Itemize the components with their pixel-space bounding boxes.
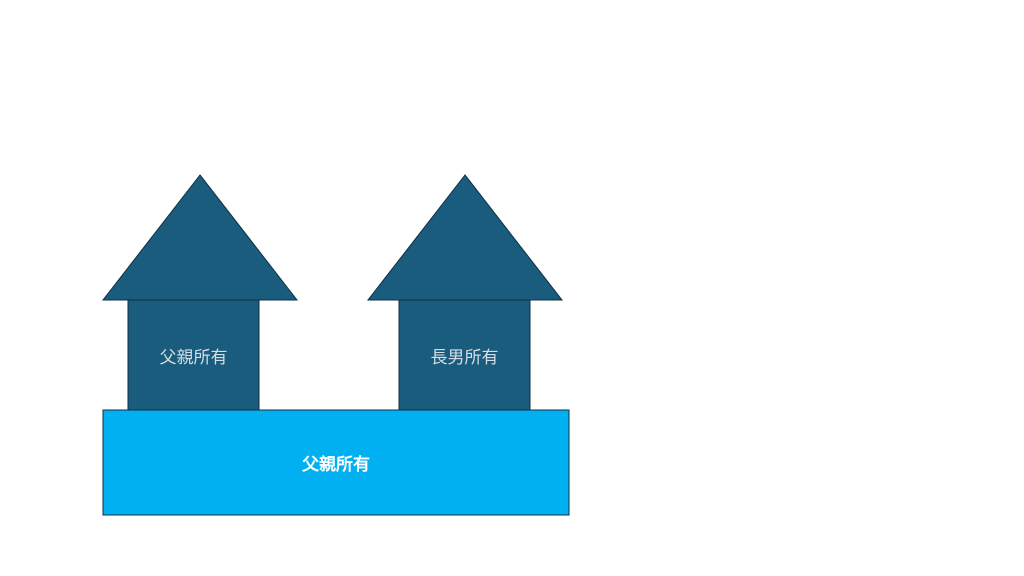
house-left-body bbox=[127, 299, 260, 411]
land-label: 父親所有 bbox=[302, 455, 370, 475]
house-right-roof bbox=[366, 174, 564, 301]
house-left-roof bbox=[101, 174, 299, 301]
house-right-label: 長男所有 bbox=[430, 347, 499, 368]
land-block bbox=[102, 409, 570, 516]
house-left-label: 父親所有 bbox=[159, 347, 228, 368]
